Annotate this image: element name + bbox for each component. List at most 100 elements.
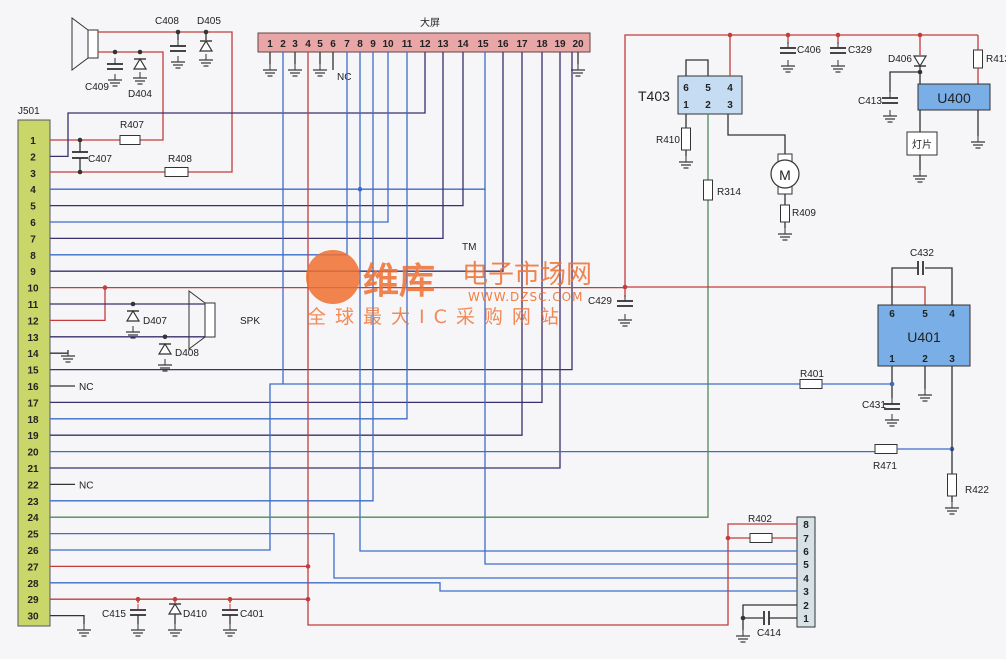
watermark-url: WWW.DZSC.COM <box>468 290 583 304</box>
u401-pin-bottom: 3 <box>949 354 955 365</box>
t403-loop <box>685 59 709 76</box>
wire-j19 <box>50 52 523 436</box>
diode-icon <box>198 39 214 52</box>
wire-j25 <box>50 532 797 579</box>
wire-j2 <box>50 52 426 158</box>
diode-icon <box>125 309 141 322</box>
capacitor-icon <box>763 611 770 625</box>
top-pin-9: 9 <box>370 39 376 50</box>
j501-pin-10: 10 <box>27 284 39 295</box>
ground-icon <box>158 359 172 372</box>
j501-pin-4: 4 <box>30 185 36 196</box>
t403-pin-bottom: 3 <box>727 100 733 111</box>
d404-label: D404 <box>128 89 152 100</box>
resistor-icon <box>780 204 790 223</box>
top-pin-11: 11 <box>402 39 413 50</box>
r314-label: R314 <box>717 187 741 198</box>
speaker-spk-icon <box>188 290 216 350</box>
capacitor-icon <box>884 398 900 410</box>
lamp-label: 灯片 <box>912 138 932 151</box>
ground-icon <box>885 414 899 427</box>
connector-top <box>257 32 591 53</box>
top-pin-8: 8 <box>357 39 363 50</box>
speaker-magnet <box>204 302 216 338</box>
top-pin-7: 7 <box>344 39 350 50</box>
ground-icon <box>571 64 585 77</box>
r471-label: R471 <box>873 461 897 472</box>
resistor-icon <box>119 135 141 145</box>
right-pin-8: 8 <box>803 520 809 531</box>
ground-icon <box>913 170 927 183</box>
c406-label: C406 <box>797 45 821 56</box>
top-pin-16: 16 <box>497 39 509 50</box>
j501-pin-30: 30 <box>27 612 39 623</box>
wire <box>625 286 926 305</box>
connector-j501 <box>17 119 51 627</box>
ground-icon <box>168 624 182 637</box>
j501-pin-2: 2 <box>30 152 36 163</box>
r422-label: R422 <box>965 485 989 496</box>
wire-supply <box>307 52 750 626</box>
wire-right5 <box>484 189 797 565</box>
ground-icon <box>313 64 327 77</box>
j501-pin-11: 11 <box>28 300 39 311</box>
capacitor-icon <box>130 604 146 616</box>
wire-j18 <box>50 52 408 420</box>
wire-j9 <box>50 52 504 272</box>
d405-label: D405 <box>197 16 221 27</box>
d408-label: D408 <box>175 348 199 359</box>
capacitor-icon <box>830 42 846 54</box>
wire <box>742 604 797 630</box>
j501-pin-12: 12 <box>27 316 39 327</box>
j501-pin-21: 21 <box>27 464 39 475</box>
wire <box>727 523 797 538</box>
t403-pin-bottom: 2 <box>705 100 711 111</box>
t403-chip <box>677 75 743 115</box>
j501-pin-8: 8 <box>30 251 36 262</box>
u401-pin-top: 4 <box>949 309 955 320</box>
wire <box>891 267 918 305</box>
j501-pin-15: 15 <box>27 366 39 377</box>
c431-label: C431 <box>862 400 886 411</box>
wire-top8-right6 <box>359 52 797 552</box>
ground-icon <box>133 72 147 85</box>
nc-label-16: NC <box>79 382 93 393</box>
speaker-top-icon <box>71 17 99 71</box>
connector-right <box>796 516 816 628</box>
resistor-icon <box>749 533 773 543</box>
junction-dot <box>130 301 136 307</box>
t403-pin-top: 4 <box>727 83 733 94</box>
capacitor-icon <box>222 604 238 616</box>
speaker-cone <box>71 17 89 71</box>
diode-body <box>167 602 183 615</box>
ground-icon <box>288 64 302 77</box>
c432-label: C432 <box>910 248 934 259</box>
wire <box>98 51 164 141</box>
wire <box>889 71 920 92</box>
c414-label: C414 <box>757 628 781 639</box>
junction-dot <box>137 49 143 55</box>
ground-icon <box>778 228 792 241</box>
diode-icon <box>132 57 148 70</box>
top-pin-15: 15 <box>477 39 489 50</box>
ground-icon <box>171 56 185 69</box>
junction-dot <box>305 564 311 569</box>
top-pin-12: 12 <box>419 39 431 50</box>
d407-label: D407 <box>143 316 167 327</box>
right-pin-2: 2 <box>803 601 809 612</box>
diode-body <box>157 342 173 355</box>
j501-pin-6: 6 <box>30 218 36 229</box>
d406-label: D406 <box>888 54 912 65</box>
ground-icon <box>108 74 122 87</box>
wire <box>98 31 233 173</box>
motor-label: M <box>779 167 791 183</box>
r413-label: R413 <box>986 54 1006 65</box>
wire-j24 <box>50 200 709 518</box>
j501-pin-16: 16 <box>27 382 39 393</box>
top-pin-6: 6 <box>330 39 336 50</box>
lamp-box <box>906 131 938 156</box>
diode-icon <box>167 602 183 615</box>
nc-label: NC <box>337 72 351 83</box>
top-pin-19: 19 <box>554 39 566 50</box>
r410-label: R410 <box>656 135 680 146</box>
